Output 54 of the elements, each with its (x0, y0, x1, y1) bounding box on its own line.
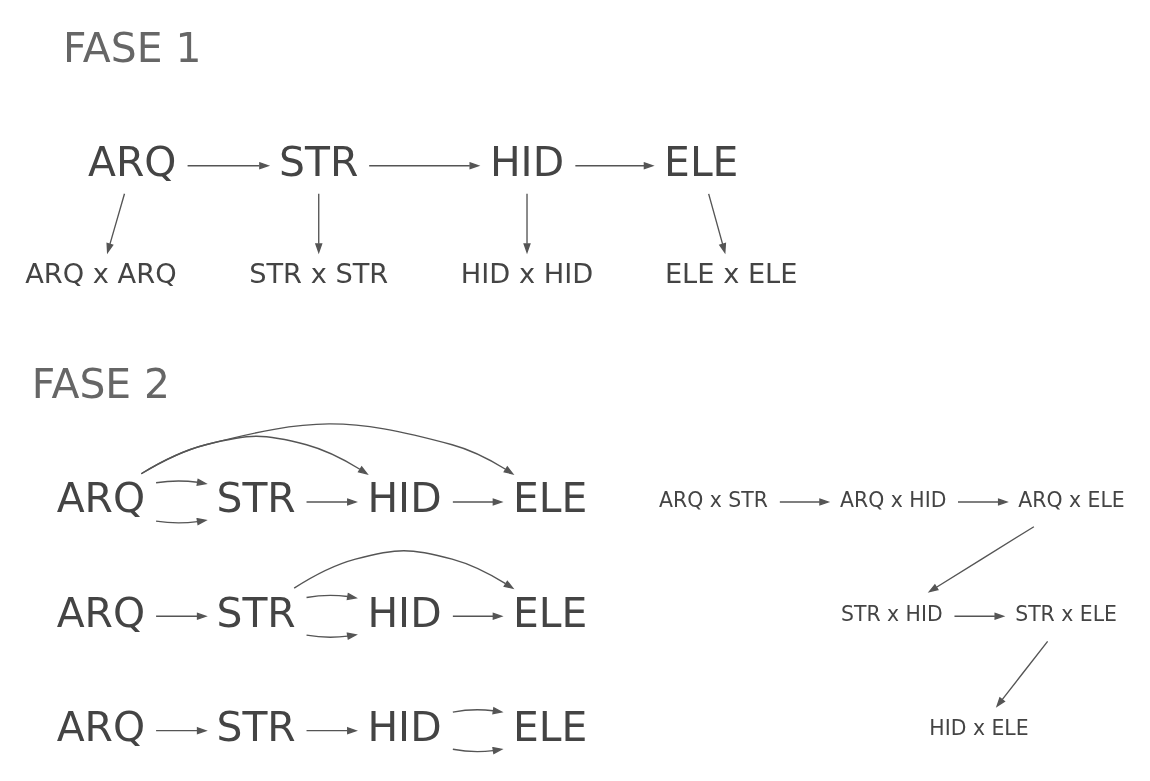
node-text: HID x HID (460, 257, 594, 289)
node-text: STR (216, 473, 296, 522)
label: FASE 1 (63, 23, 202, 72)
arrow (305, 592, 358, 600)
arrow (155, 517, 208, 525)
node-text: ELE (664, 137, 739, 186)
arrow (452, 612, 504, 620)
arrow (186, 161, 271, 169)
arrow (140, 422, 515, 475)
node-text: ARQ x ELE (1018, 487, 1125, 512)
arrow (452, 706, 504, 714)
node-text: ARQ (56, 588, 146, 637)
node-text: ARQ x ARQ (25, 257, 177, 289)
node-text: HID x ELE (929, 715, 1029, 740)
arrow (452, 497, 504, 506)
node-text: ARQ (56, 473, 146, 522)
node-text: ARQ x HID (840, 487, 947, 512)
arrow (368, 161, 481, 169)
node-text: ELE x ELE (664, 257, 798, 289)
arrow (957, 497, 1009, 506)
node-text: ELE (512, 702, 588, 751)
node-text: HID (367, 473, 442, 522)
label: FASE 2 (31, 359, 171, 408)
arrow (574, 161, 655, 169)
arrow (106, 192, 126, 254)
arrow (305, 631, 358, 640)
arrow (523, 192, 531, 254)
node-text: HID (489, 137, 565, 186)
node-text: HID (367, 588, 442, 637)
node-text: STR (216, 588, 296, 637)
arrow (293, 549, 515, 589)
arrow (155, 477, 208, 486)
arrow (305, 497, 358, 506)
node-text: HID (367, 702, 442, 751)
node-text: ARQ x STR (659, 487, 768, 512)
arrow (927, 525, 1035, 593)
arrow (708, 192, 727, 254)
arrow (155, 726, 208, 734)
node-text: STR (279, 137, 359, 186)
arrow (953, 612, 1006, 620)
arrow (779, 497, 831, 506)
arrow (305, 726, 358, 734)
arrow (155, 612, 208, 620)
node-text: ELE (512, 473, 588, 522)
node-text: STR x HID (840, 601, 943, 626)
node-text: STR x ELE (1015, 601, 1117, 626)
arrow (314, 192, 323, 254)
node-text: ELE (512, 588, 588, 637)
node-text: STR x STR (249, 257, 389, 289)
arrow (452, 746, 504, 754)
node-text: STR (216, 702, 296, 751)
node-text: ARQ (88, 137, 177, 186)
node-text: ARQ (56, 702, 146, 751)
arrow (995, 640, 1049, 708)
